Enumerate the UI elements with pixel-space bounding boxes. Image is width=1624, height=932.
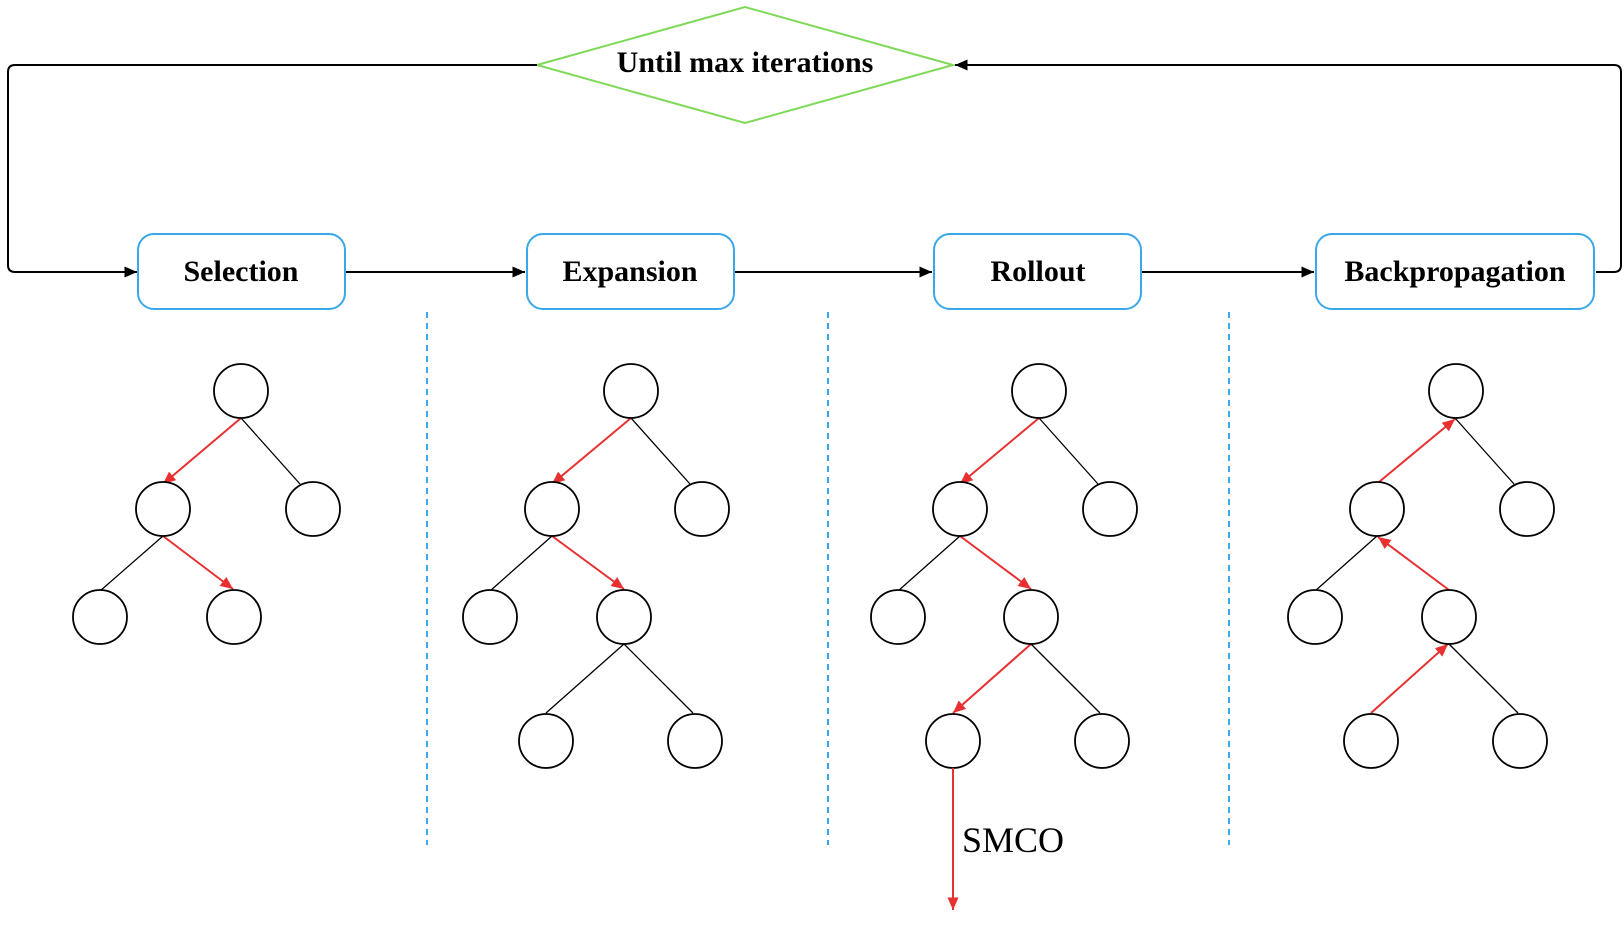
- stage-label-rollout: Rollout: [990, 255, 1085, 288]
- edge: [959, 417, 1040, 485]
- edge: [1314, 535, 1378, 592]
- edge: [952, 643, 1032, 714]
- tree-node: [603, 363, 659, 419]
- edge: [551, 535, 625, 590]
- edge: [1448, 643, 1519, 714]
- stage-box-selection: [137, 233, 346, 310]
- edge: [489, 535, 553, 592]
- tree-node: [462, 589, 518, 645]
- edge: [99, 535, 164, 592]
- tree-node: [213, 363, 269, 419]
- edge: [1038, 417, 1099, 485]
- edge: [1378, 418, 1456, 483]
- loop-label: Until max iterations: [617, 46, 874, 79]
- tree-node: [1492, 713, 1548, 769]
- edge: [623, 643, 694, 714]
- tree-selection: [72, 363, 341, 645]
- tree-node: [524, 481, 580, 537]
- tree-node: [1421, 589, 1477, 645]
- tree-node: [932, 481, 988, 537]
- tree-node: [1074, 713, 1130, 769]
- tree-node: [135, 481, 191, 537]
- rollout-label: SMCO: [962, 820, 1064, 860]
- tree-node: [285, 481, 341, 537]
- tree-node: [925, 713, 981, 769]
- tree-node: [1082, 481, 1138, 537]
- edge: [162, 535, 234, 590]
- tree-backpropagation: [1287, 363, 1555, 769]
- tree-node: [1287, 589, 1343, 645]
- tree-node: [596, 589, 652, 645]
- stage-box-rollout: [933, 233, 1142, 310]
- tree-node: [1343, 713, 1399, 769]
- stage-box-backpropagation: [1315, 233, 1595, 310]
- loop-start-arrow: [7, 64, 537, 278]
- tree-node: [1011, 363, 1067, 419]
- edge: [1030, 643, 1101, 714]
- edge: [545, 643, 625, 714]
- tree-node: [1003, 589, 1059, 645]
- tree-node: [1499, 481, 1555, 537]
- edge: [959, 535, 1032, 590]
- edge: [1377, 536, 1450, 591]
- stage-label-selection: Selection: [184, 255, 299, 288]
- tree-rollout: SMCO: [870, 363, 1138, 910]
- edge: [551, 417, 632, 485]
- edge: [897, 535, 961, 592]
- loop-return-arrow: [955, 59, 1622, 273]
- stage-box-expansion: [526, 233, 735, 310]
- tree-node: [1349, 481, 1405, 537]
- tree-node: [518, 713, 574, 769]
- stage-label-expansion: Expansion: [562, 255, 697, 288]
- tree-expansion: [462, 363, 730, 769]
- edge: [630, 417, 691, 485]
- tree-node: [870, 589, 926, 645]
- tree-node: [667, 713, 723, 769]
- edge: [240, 417, 301, 485]
- tree-node: [674, 481, 730, 537]
- tree-node: [72, 589, 128, 645]
- tree-node: [1428, 363, 1484, 419]
- loop-diamond: [533, 5, 957, 125]
- edge: [1370, 643, 1449, 714]
- edge: [162, 417, 242, 485]
- stage-label-backpropagation: Backpropagation: [1344, 255, 1565, 288]
- tree-node: [206, 589, 262, 645]
- edge: [1454, 417, 1515, 485]
